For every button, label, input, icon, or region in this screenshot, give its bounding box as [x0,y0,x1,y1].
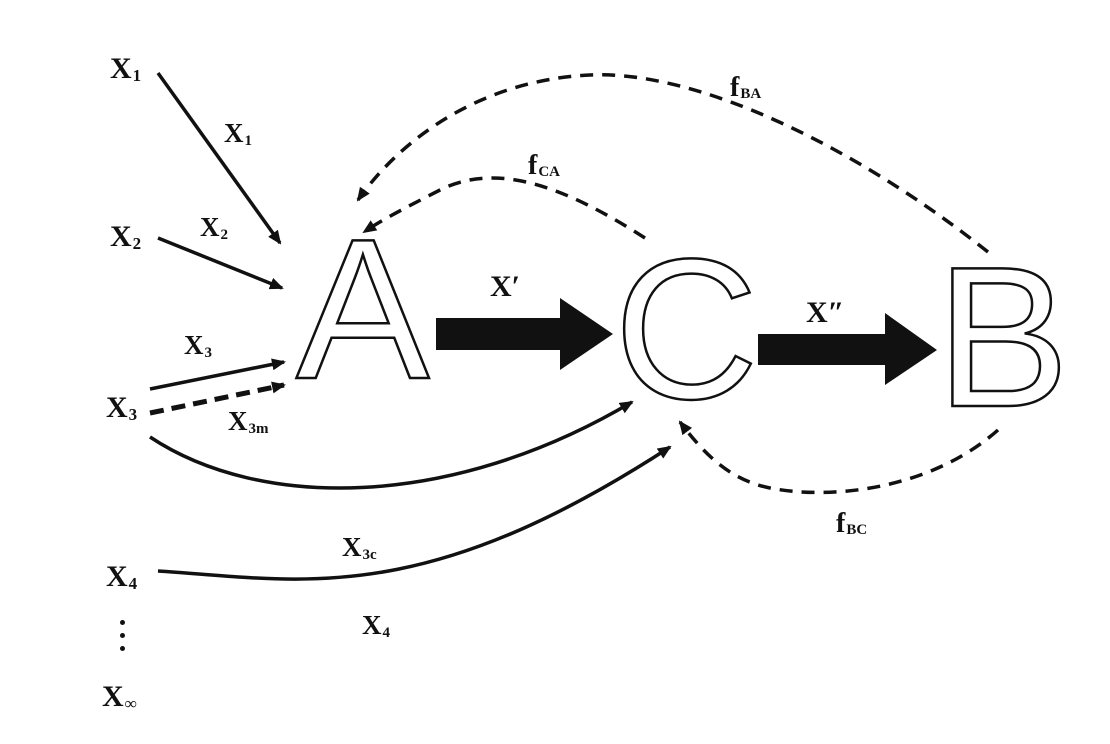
input-label-x3: X3 [106,391,138,424]
edge-label-x1: X1 [224,118,252,149]
input-label-x2: X2 [110,220,142,253]
input-label-x1: X1 [110,52,142,85]
feedback-arrow-b-to-a [356,73,990,254]
arrow-x3m-to-a-dashed [149,381,286,416]
edge-label-x-prime: X′ [490,270,521,303]
edge-label-x2: X2 [200,212,228,243]
node-c: C [613,218,760,441]
arrow-x4-to-c [157,445,672,581]
edge-label-x-double-prime: X″ [806,296,845,329]
edge-label-x4: X4 [362,610,390,641]
feedback-label-fca: fCA [528,150,560,181]
feedback-arrow-c-to-a [362,176,646,240]
feedback-label-fba: fBA [730,72,762,103]
edge-label-x3: X3 [184,330,212,361]
thick-arrow-a-to-c [436,298,613,370]
feedback-label-fbc: fBC [836,508,868,539]
input-label-x4: X4 [106,560,138,593]
edge-label-x3m: X3m [228,406,269,437]
input-label-x-infinity: X∞ [102,680,137,713]
node-a: A [295,198,431,421]
vertical-ellipsis-icon [118,620,126,658]
node-b: B [935,226,1071,449]
feedback-arrow-b-to-c [678,420,1000,495]
thick-arrow-c-to-b [758,313,937,385]
arrow-x3-to-a [149,358,286,391]
edge-label-x3c: X3c [342,532,377,563]
arrow-x2-to-a [157,236,284,290]
arrow-x3c-to-c [149,400,634,490]
arrow-x1-to-a [156,71,282,245]
